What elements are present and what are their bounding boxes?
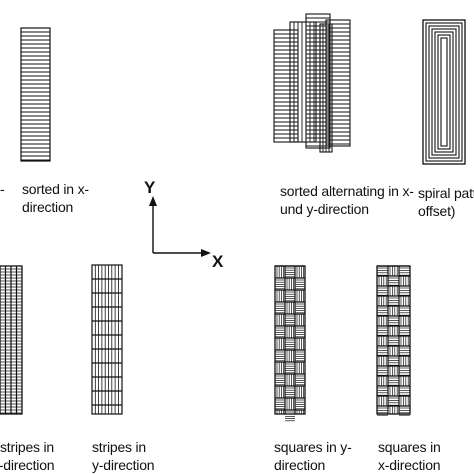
- spiral-ring: [422, 19, 466, 165]
- x-axis-label: X: [212, 252, 224, 271]
- spiral-ring: [428, 25, 460, 159]
- label-spiral: spiral patte offset): [418, 185, 474, 219]
- label-sorted-x: sorted in x- direction: [22, 181, 89, 215]
- coordinate-axes: [149, 196, 211, 257]
- spiral-ring: [437, 34, 451, 150]
- pattern-sorted-alternating: [273, 13, 351, 153]
- label-squares-y: squares in y- direction: [274, 439, 352, 473]
- spiral-ring: [434, 31, 454, 153]
- pattern-stripes-x: [0, 265, 23, 415]
- strip-outline: [325, 19, 351, 147]
- spiral-ring: [431, 28, 457, 156]
- pattern-spiral: [422, 19, 466, 165]
- x-axis-arrowhead: [201, 249, 211, 257]
- pattern-outline: [91, 264, 123, 415]
- strip-outline: [305, 13, 331, 149]
- y-axis-label: Y: [144, 178, 156, 197]
- pattern-squares-y: [274, 265, 306, 422]
- label-squares-x: squares in x-direction: [378, 439, 441, 473]
- label-stripes-x: stripes in x-direction: [0, 439, 55, 473]
- label-left-cut: -: [0, 181, 5, 197]
- spiral-ring: [440, 37, 448, 147]
- label-sorted-alternating: sorted alternating in x- und y-direction: [280, 183, 414, 217]
- pattern-sorted-x: [20, 27, 51, 162]
- spiral-ring: [425, 22, 463, 162]
- pattern-squares-x: [376, 265, 411, 416]
- pattern-stripes-y: [91, 264, 123, 415]
- label-stripes-y: stripes in y-direction: [92, 439, 155, 473]
- pattern-outline: [20, 27, 51, 162]
- y-axis-arrowhead: [149, 196, 157, 206]
